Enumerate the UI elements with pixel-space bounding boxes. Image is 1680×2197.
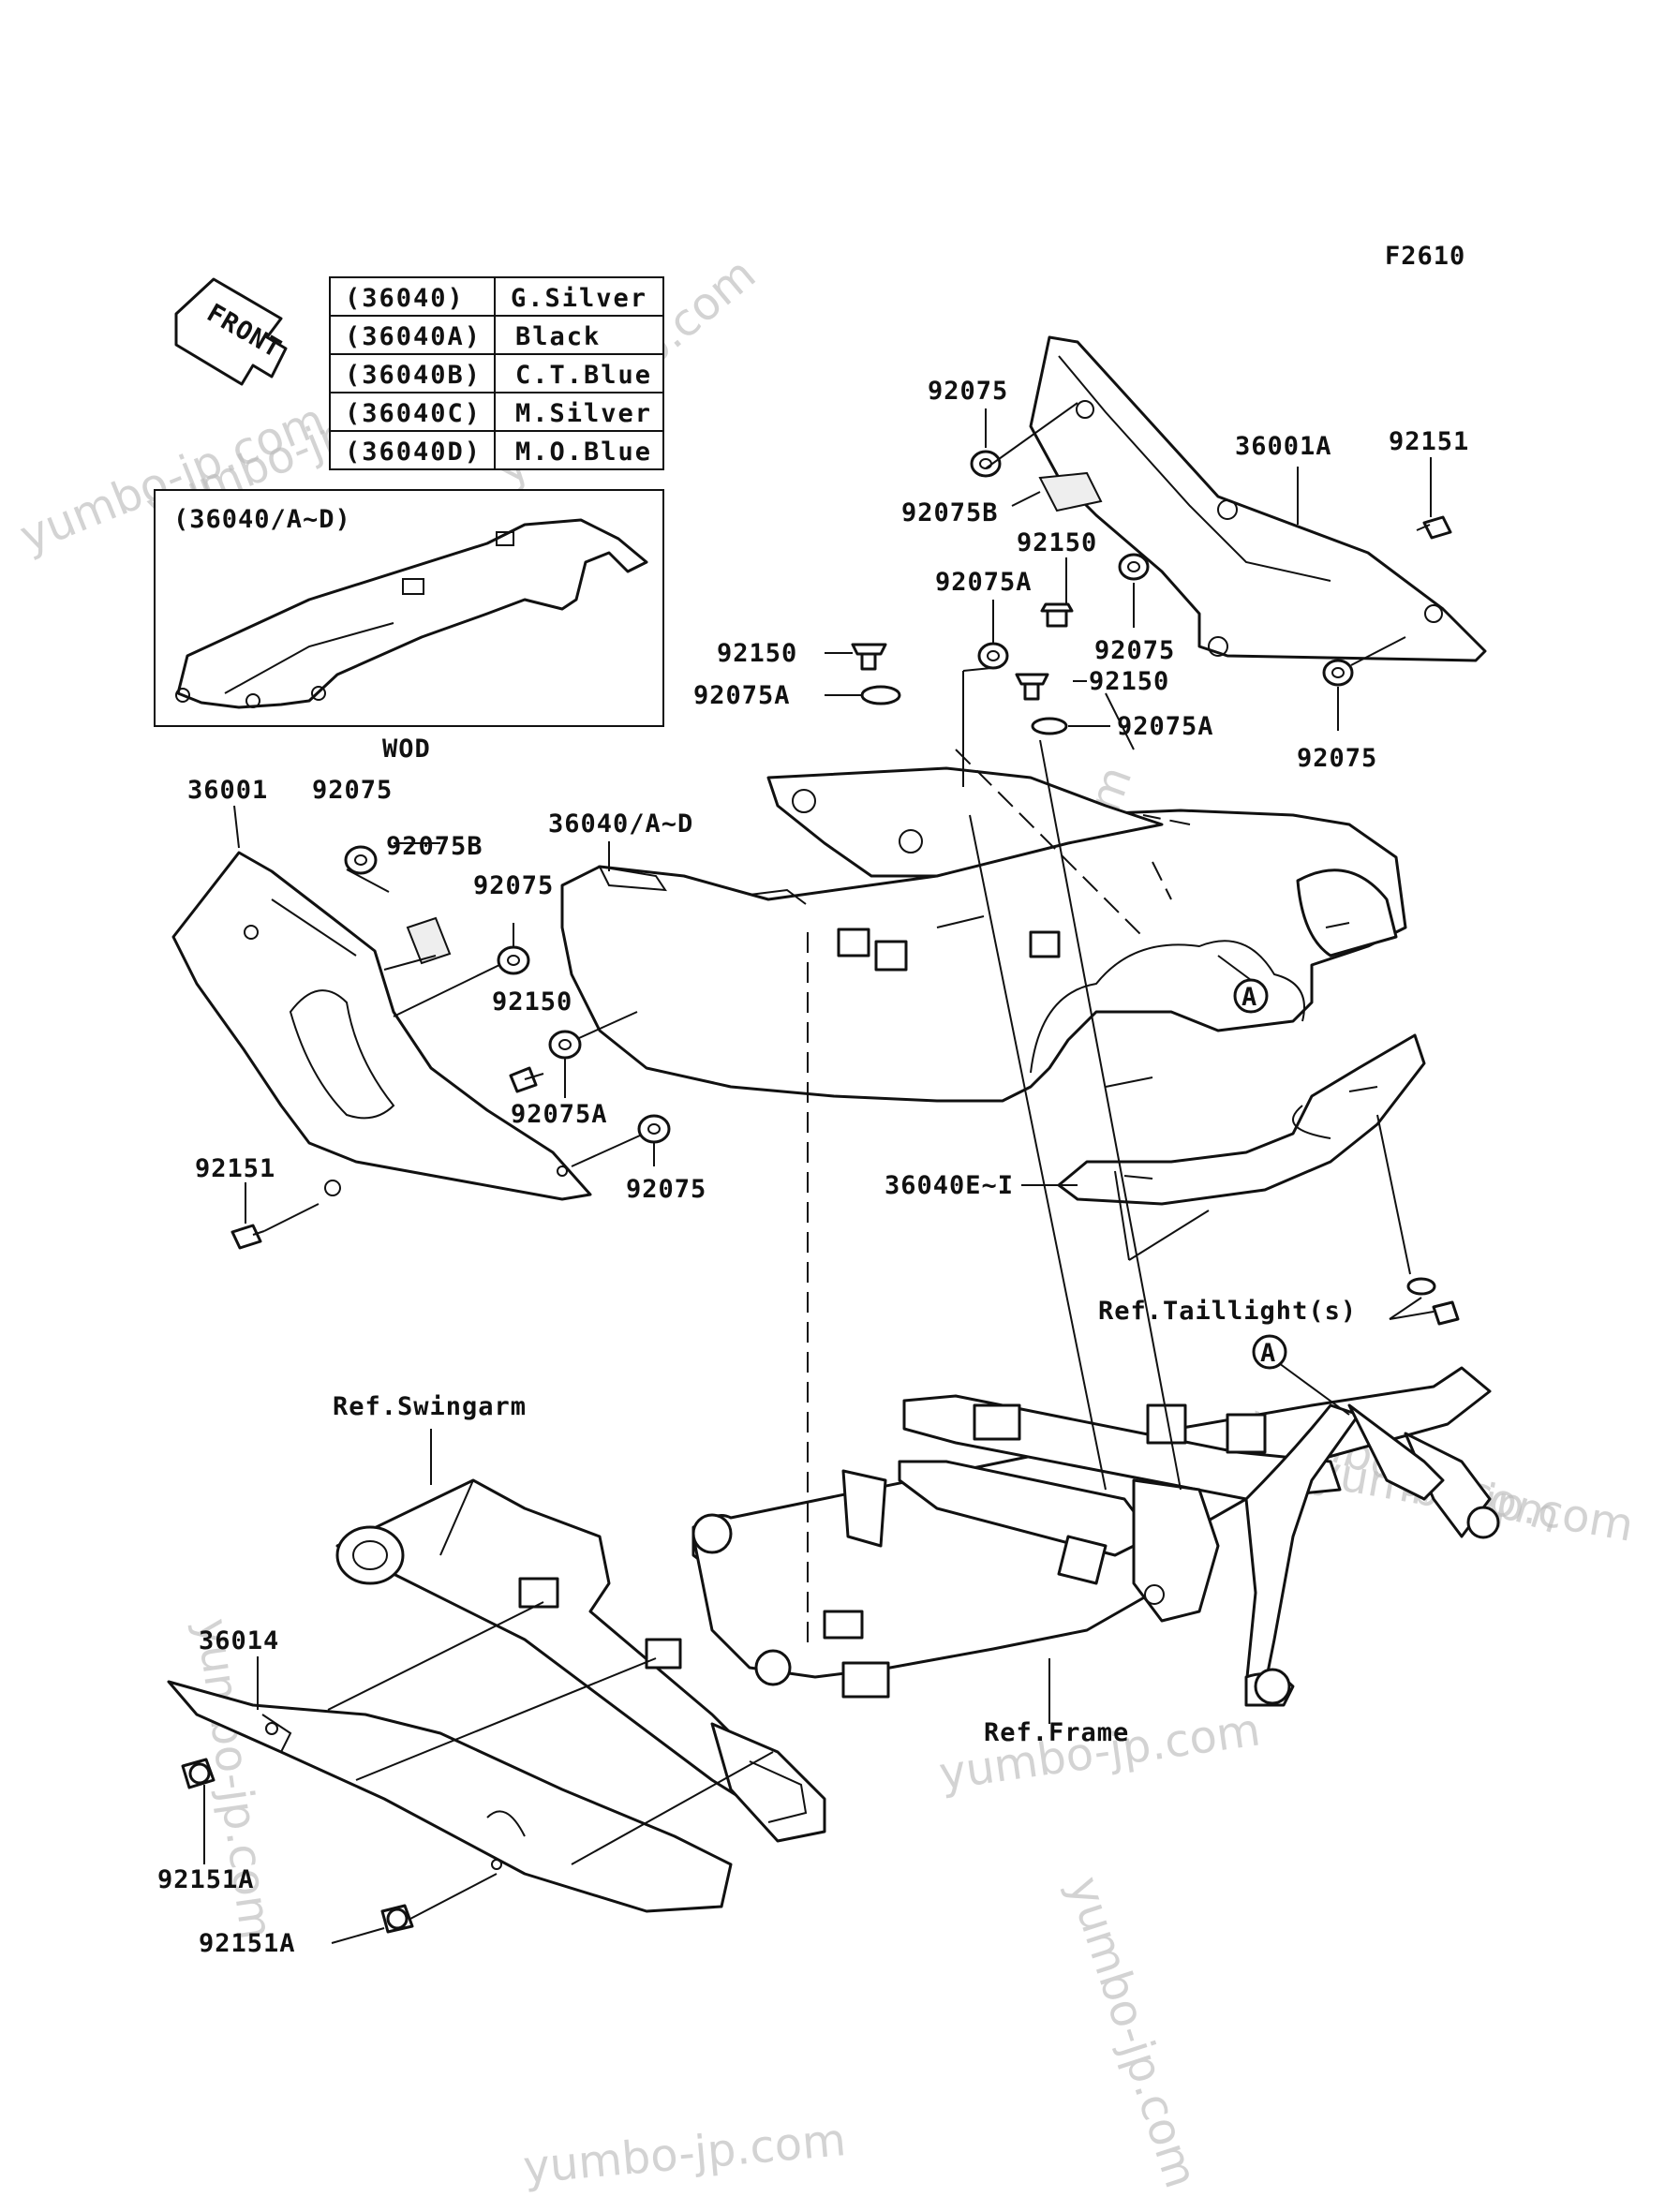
label-92150: 92150: [1089, 667, 1169, 696]
watermark: yumbo-jp.com: [521, 2114, 848, 2194]
grommet: [548, 1030, 582, 1060]
label-92075A: 92075A: [693, 681, 791, 710]
label-92150: 92150: [492, 987, 572, 1017]
label-92075: 92075: [1094, 636, 1175, 665]
table-code: (36040): [345, 284, 465, 313]
front-arrow: FRONT: [174, 277, 288, 386]
inset-caption: WOD: [382, 735, 431, 764]
table-color: Black: [515, 322, 601, 351]
label-92150: 92150: [717, 639, 797, 668]
label-92075: 92075: [1297, 744, 1377, 773]
table-code: (36040D): [345, 438, 482, 467]
label-36001A: 36001A: [1235, 432, 1332, 461]
label-92151A: 92151A: [199, 1929, 296, 1958]
label-36014: 36014: [199, 1626, 279, 1655]
part-36040E: [1057, 1033, 1426, 1206]
rubber-pad: [1038, 471, 1103, 512]
part-labels: 92075 36001A 92151 92075B 92150 92075A 9…: [157, 377, 1469, 1958]
table-color: M.Silver: [515, 399, 652, 428]
rubber-pad: [406, 916, 452, 965]
part-36001: [171, 851, 592, 1201]
label-92150: 92150: [1017, 528, 1097, 557]
bolt: [380, 1904, 414, 1934]
grommet: [1118, 553, 1150, 581]
grommet: [860, 685, 901, 705]
label-92075: 92075: [312, 776, 393, 805]
screw: [1040, 602, 1074, 628]
diagram-code: F2610: [1385, 242, 1465, 271]
label-92075B: 92075B: [901, 498, 999, 527]
dashed-leaders: [807, 749, 1191, 1649]
inset-box: (36040/A~D) WOD: [154, 489, 664, 764]
grommet: [497, 945, 530, 975]
label-92151: 92151: [1389, 427, 1469, 456]
table-color: C.T.Blue: [515, 361, 652, 390]
watermark: yumbo-jp.com: [1058, 1870, 1208, 2194]
marker-label: A: [1260, 1339, 1276, 1368]
label-ref-swingarm: Ref.Swingarm: [333, 1392, 527, 1421]
taillight-fasteners: [1406, 1277, 1460, 1326]
table-code: (36040A): [345, 322, 482, 351]
table-code: (36040B): [345, 361, 482, 390]
table-color: M.O.Blue: [515, 438, 652, 467]
label-92075: 92075: [626, 1175, 706, 1204]
screw: [509, 1066, 544, 1093]
label-92075: 92075: [473, 871, 554, 900]
grommet: [970, 450, 1002, 478]
reference-marker-a: A: [1252, 1334, 1287, 1370]
label-92075A: 92075A: [1117, 712, 1214, 741]
grommet: [1031, 717, 1068, 735]
label-ref-taillight: Ref.Taillight(s): [1098, 1297, 1357, 1326]
label-36001: 36001: [187, 776, 268, 805]
screw: [1015, 673, 1049, 701]
reference-marker-a: A: [1233, 978, 1269, 1014]
screw: [851, 643, 887, 671]
bolt: [181, 1758, 216, 1789]
marker-label: A: [1241, 983, 1257, 1012]
label-92075B: 92075B: [386, 832, 483, 861]
grommet: [1322, 659, 1354, 687]
inset-title: (36040/A~D): [173, 505, 351, 534]
label-92075A: 92075A: [511, 1100, 608, 1129]
label-92151: 92151: [195, 1154, 275, 1183]
label-92075: 92075: [928, 377, 1008, 406]
grommet: [344, 845, 378, 875]
table-code: (36040C): [345, 399, 482, 428]
label-36040E: 36040E~I: [885, 1171, 1014, 1200]
bolt: [1416, 515, 1452, 540]
label-92075A: 92075A: [935, 568, 1033, 597]
part-36001A: [1029, 335, 1487, 662]
table-color: G.Silver: [511, 284, 647, 313]
ref-frame: [691, 1366, 1500, 1707]
color-table: (36040) G.Silver (36040A) Black (36040B)…: [329, 276, 664, 470]
label-ref-frame: Ref.Frame: [984, 1718, 1129, 1747]
leader-lines: [203, 402, 1435, 1944]
label-92151A: 92151A: [157, 1865, 255, 1894]
bolt: [230, 1224, 265, 1250]
label-36040: 36040/A~D: [548, 809, 693, 839]
grommet: [977, 642, 1009, 670]
ref-swingarm: [335, 1478, 826, 1843]
grommet: [637, 1114, 671, 1144]
part-36040: [560, 766, 1407, 1103]
